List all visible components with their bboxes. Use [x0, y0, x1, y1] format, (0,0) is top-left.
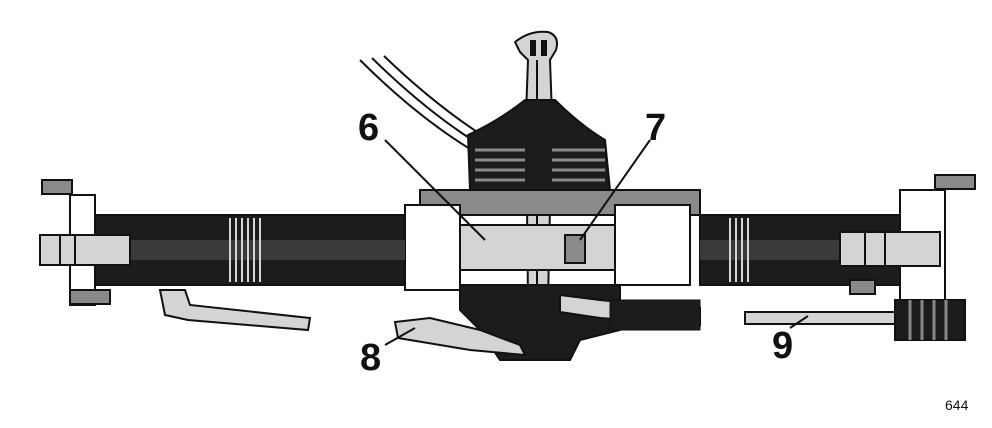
lower-pipe [393, 293, 701, 357]
callout-7: 7 [645, 107, 666, 149]
left-end-fitting [39, 179, 131, 306]
callout-9: 9 [772, 325, 793, 367]
leader-lines [384, 139, 809, 346]
right-lower-rod [744, 299, 966, 341]
gaiter-boot [466, 99, 612, 191]
right-end-fitting [839, 174, 976, 301]
figure-number: 644 [945, 397, 969, 413]
callout-8: 8 [360, 337, 381, 379]
rack-teeth [229, 218, 749, 282]
rack-tube [94, 214, 911, 286]
left-linkage-rod [158, 289, 312, 332]
callout-6: 6 [358, 107, 379, 149]
